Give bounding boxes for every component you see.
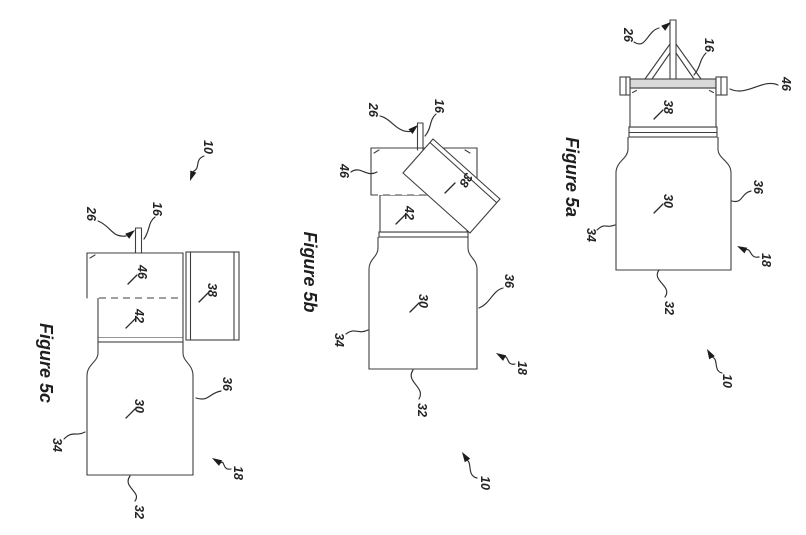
ref-label-32: 32 [662, 301, 676, 315]
arrowhead-26 [661, 22, 671, 31]
fig5c-leader-lines [63, 155, 232, 502]
ref-label-18: 18 [231, 466, 245, 480]
ref-label-10: 10 [201, 140, 215, 154]
ref-label-30: 30 [132, 399, 146, 413]
ref-label-34: 34 [584, 228, 598, 242]
arrowhead-10 [462, 452, 471, 463]
figure-5b: 26 16 46 38 42 30 34 36 18 32 10 Figure … [300, 99, 529, 490]
fig5a-leader-lines [596, 22, 779, 374]
ref-label-16: 16 [702, 38, 716, 53]
ref-label-46: 46 [135, 264, 149, 280]
ref-label-42: 42 [402, 205, 416, 220]
ref-label-36: 36 [220, 377, 234, 392]
ref-label-36: 36 [751, 180, 765, 195]
ref-label-38: 38 [205, 283, 219, 297]
fig5b-leader-lines [345, 113, 516, 479]
figure-5a-title: Figure 5a [562, 137, 582, 217]
fig5a-top-plate [619, 76, 728, 96]
figure-5c: 26 16 46 42 38 30 34 36 18 32 10 Figure … [36, 140, 245, 519]
figure-5c-title: Figure 5c [36, 323, 56, 403]
ref-label-32: 32 [415, 403, 429, 417]
arrowhead-10 [707, 349, 715, 360]
ref-label-36: 36 [502, 274, 516, 289]
figure-5a: 26 16 46 38 30 34 36 18 32 10 Figure 5a [562, 19, 793, 388]
fig5a-container-body [615, 126, 732, 271]
ref-label-46: 46 [779, 76, 793, 92]
ref-label-38: 38 [456, 170, 475, 189]
fig5b-probe-stem [416, 122, 424, 151]
arrowhead-18 [496, 353, 507, 361]
ref-label-34: 34 [332, 333, 346, 347]
arrowhead-18 [212, 458, 223, 466]
ref-label-18: 18 [759, 253, 773, 267]
arrowhead-18 [737, 246, 748, 254]
fig5c-top-plate [86, 252, 184, 299]
ref-label-30: 30 [661, 194, 675, 208]
arrowhead-26 [408, 125, 418, 134]
ref-label-38: 38 [661, 100, 675, 114]
fig5c-lid-open [185, 251, 240, 341]
fig5a-probe-stem [644, 19, 702, 80]
ref-label-18: 18 [515, 361, 529, 375]
arrowhead-10 [190, 170, 197, 181]
arrowhead-26 [125, 230, 135, 239]
fig5c-probe-stem [134, 227, 143, 254]
ref-label-42: 42 [132, 308, 146, 323]
ref-label-26: 26 [621, 27, 635, 43]
ref-label-30: 30 [416, 294, 430, 308]
ref-label-46: 46 [337, 163, 351, 179]
fig5a-lid [629, 87, 717, 128]
ref-label-16: 16 [432, 99, 446, 114]
ref-label-10: 10 [478, 476, 492, 490]
ref-label-26: 26 [366, 102, 380, 118]
ref-label-32: 32 [132, 505, 146, 519]
ref-label-10: 10 [720, 374, 734, 388]
figure-5b-title: Figure 5b [300, 231, 320, 312]
ref-label-26: 26 [84, 206, 98, 222]
ref-label-34: 34 [50, 438, 64, 452]
ref-label-16: 16 [150, 202, 164, 217]
fig5c-container-body [86, 297, 194, 476]
